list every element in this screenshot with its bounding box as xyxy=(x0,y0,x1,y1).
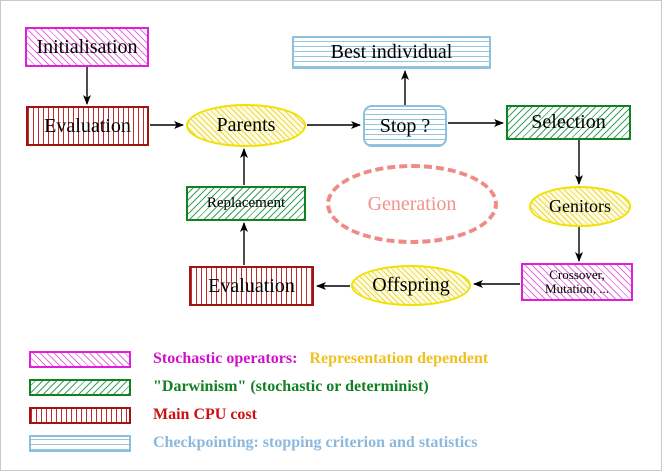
node-generation-annotation: Generation xyxy=(326,164,498,244)
node-parents[interactable]: Parents xyxy=(186,104,306,147)
node-selection[interactable]: Selection xyxy=(506,105,631,140)
legend-label-checkpointing: Checkpointing: stopping criterion and st… xyxy=(153,434,477,452)
node-offspring[interactable]: Offspring xyxy=(351,265,471,306)
legend-swatch-main-cpu-cost xyxy=(29,406,131,424)
node-genitors[interactable]: Genitors xyxy=(529,186,631,227)
legend-text-primary: Main CPU cost xyxy=(153,406,257,423)
node-stop-decision[interactable]: Stop ? xyxy=(363,105,447,147)
legend-swatch-darwinism xyxy=(29,378,131,396)
legend-text-primary: "Darwinism" (stochastic or determinist) xyxy=(153,378,429,395)
node-replacement[interactable]: Replacement xyxy=(186,186,306,221)
legend-label-main-cpu-cost: Main CPU cost xyxy=(153,406,257,424)
node-selection-label: Selection xyxy=(531,111,606,133)
legend-row: Stochastic operators: Representation dep… xyxy=(29,345,629,373)
node-replacement-label: Replacement xyxy=(206,194,286,211)
node-initialisation-label: Initialisation xyxy=(36,35,138,58)
node-evaluation-top-label: Evaluation xyxy=(44,114,131,137)
legend: Stochastic operators: Representation dep… xyxy=(29,345,629,457)
legend-label-darwinism: "Darwinism" (stochastic or determinist) xyxy=(153,378,429,396)
legend-row: "Darwinism" (stochastic or determinist) xyxy=(29,373,629,401)
node-stop-label: Stop ? xyxy=(379,114,431,137)
node-offspring-label: Offspring xyxy=(372,274,450,296)
node-evaluation-bottom-label: Evaluation xyxy=(208,274,295,297)
node-best-individual[interactable]: Best individual xyxy=(292,36,491,69)
node-generation-label: Generation xyxy=(367,192,457,215)
legend-text-primary: Checkpointing: stopping criterion and st… xyxy=(153,434,478,451)
node-evaluation-top[interactable]: Evaluation xyxy=(26,106,149,146)
legend-swatch-stochastic-operators xyxy=(29,350,131,368)
node-initialisation[interactable]: Initialisation xyxy=(25,27,149,67)
legend-row: Checkpointing: stopping criterion and st… xyxy=(29,429,629,457)
node-crossover-mutation[interactable]: Crossover, Mutation, ... xyxy=(521,263,633,301)
node-evaluation-bottom[interactable]: Evaluation xyxy=(189,266,314,306)
node-parents-label: Parents xyxy=(216,114,276,136)
legend-label-stochastic-operators: Stochastic operators: Representation dep… xyxy=(153,350,488,368)
legend-swatch-checkpointing xyxy=(29,434,131,452)
node-genitors-label: Genitors xyxy=(549,196,611,217)
legend-row: Main CPU cost xyxy=(29,401,629,429)
node-crossover-mutation-label: Crossover, Mutation, ... xyxy=(545,267,609,296)
legend-text-secondary: Representation dependent xyxy=(297,350,489,367)
legend-text-primary: Stochastic operators: xyxy=(153,350,298,367)
node-best-individual-label: Best individual xyxy=(330,41,453,63)
